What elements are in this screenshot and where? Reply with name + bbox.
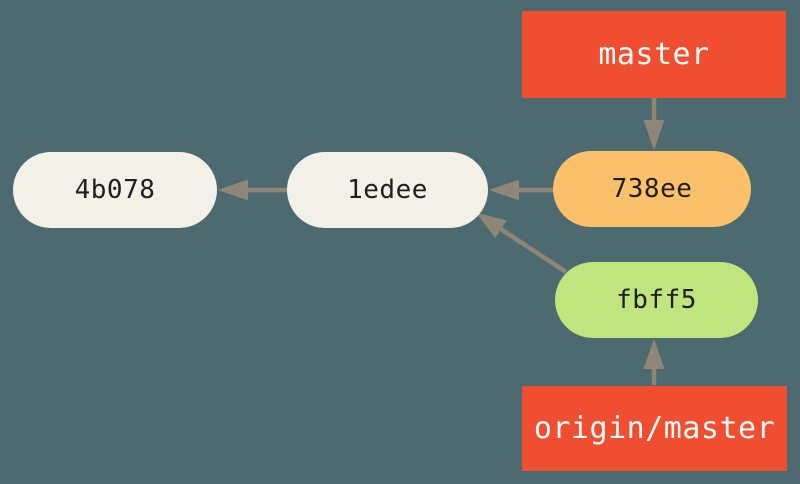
- commit-node-4b078: 4b078: [13, 152, 217, 228]
- commit-label-4b078: 4b078: [74, 175, 156, 205]
- branch-label-origin-master-text: origin/master: [533, 411, 776, 446]
- branch-label-master: master: [522, 11, 786, 98]
- commit-node-738ee: 738ee: [553, 151, 751, 227]
- branch-label-master-text: master: [598, 37, 710, 72]
- branch-label-origin-master: origin/master: [522, 386, 787, 471]
- commit-label-738ee: 738ee: [611, 174, 693, 204]
- commit-label-1edee: 1edee: [347, 175, 428, 205]
- commit-node-1edee: 1edee: [287, 152, 488, 228]
- commit-label-fbff5: fbff5: [616, 285, 697, 315]
- commit-node-fbff5: fbff5: [555, 262, 758, 338]
- edge-fbff5-to-1edee-arrow: [475, 212, 568, 274]
